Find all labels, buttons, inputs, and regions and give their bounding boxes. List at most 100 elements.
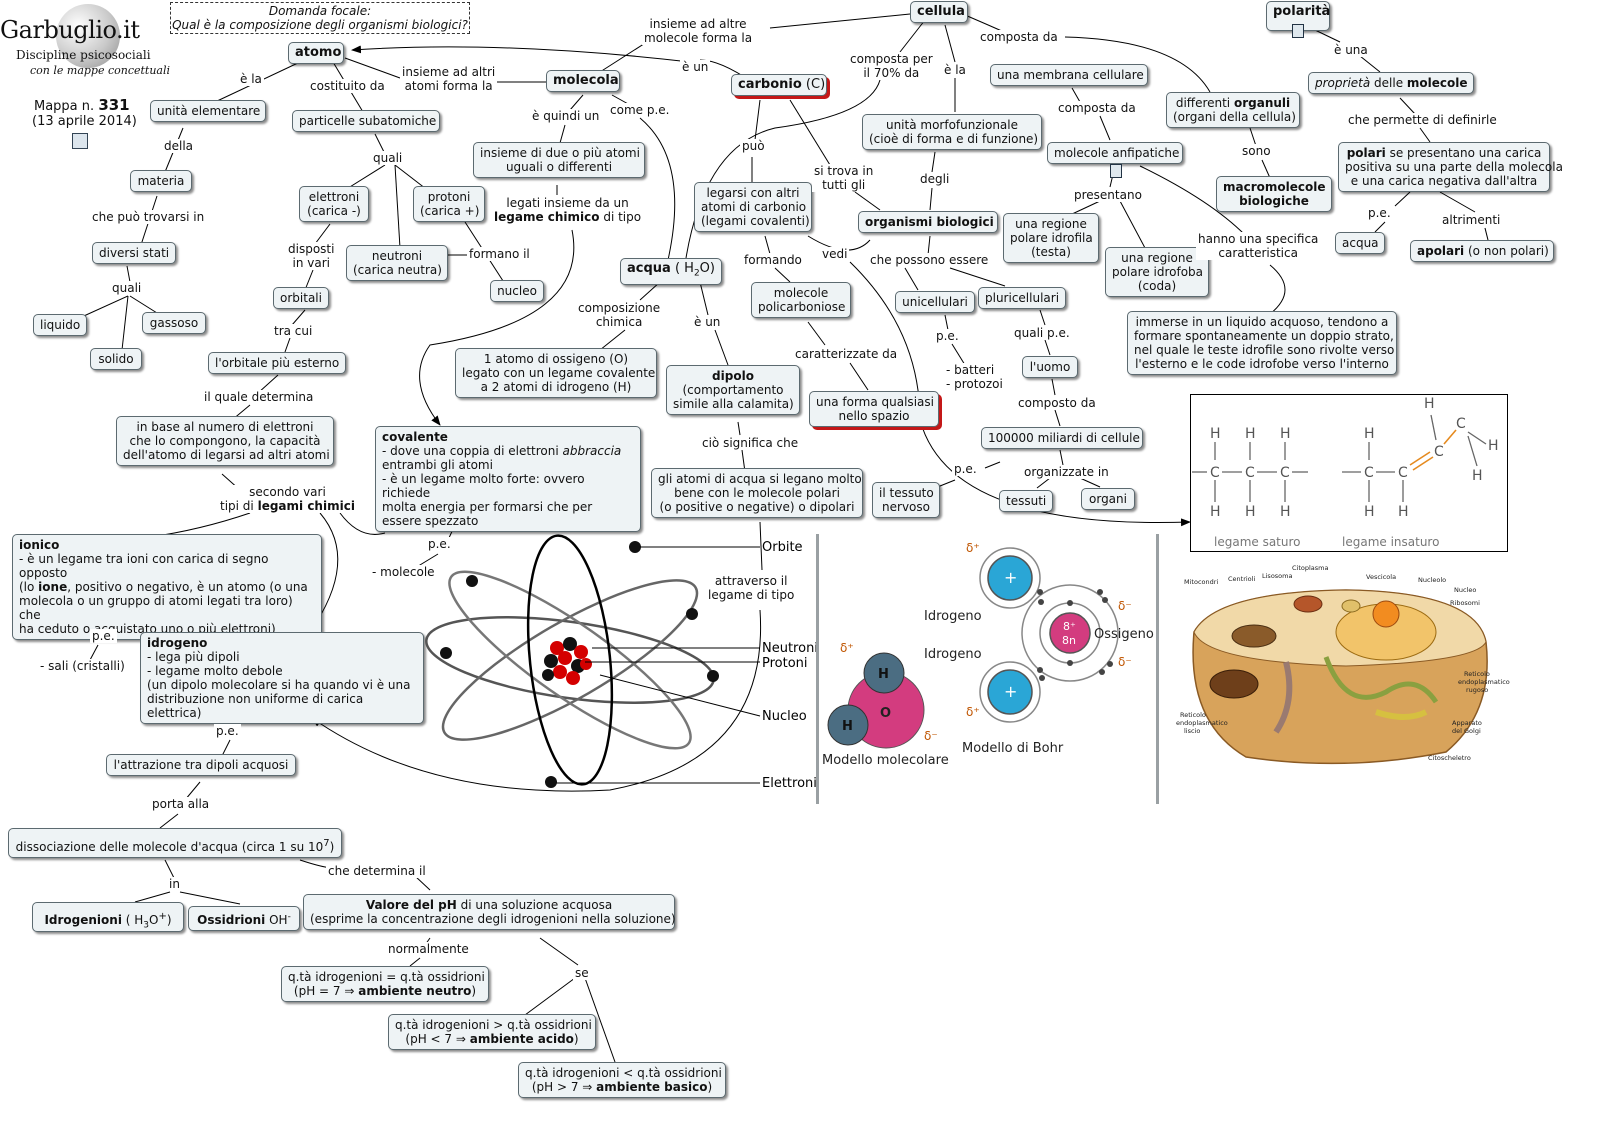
svg-text:liscio: liscio (1184, 727, 1200, 735)
node-materia[interactable]: materia (130, 170, 192, 192)
node-basico[interactable]: q.tà idrogenioni < q.tà ossidrioni (pH >… (518, 1062, 726, 1098)
electron (686, 608, 698, 620)
svg-text:C: C (1398, 465, 1408, 481)
svg-text:Mitocondri: Mitocondri (1184, 578, 1218, 586)
svg-text:C: C (1364, 465, 1374, 481)
link-label: è una (1332, 43, 1370, 57)
node-pluricellulari[interactable]: pluricellulari (978, 287, 1066, 309)
label-modello-molecolare: Modello molecolare (822, 753, 949, 768)
node-liquido[interactable]: liquido (33, 314, 87, 336)
doc-icon[interactable] (1292, 24, 1304, 38)
node-acido[interactable]: q.tà idrogenioni > q.tà ossidrioni (pH <… (388, 1014, 596, 1050)
link-label: come p.e. (608, 103, 672, 117)
svg-text:+: + (1004, 682, 1017, 701)
electron (545, 776, 557, 788)
node-membrana[interactable]: una membrana cellulare (990, 64, 1148, 86)
node-elettroni[interactable]: elettroni(carica -) (299, 186, 369, 222)
svg-text:H: H (1280, 426, 1291, 442)
node-idrogeno[interactable]: idrogeno - lega più dipoli - legame molt… (140, 632, 424, 724)
node-idrogenioni[interactable]: Idrogenioni ( H3O+) (32, 902, 184, 932)
node-gassoso[interactable]: gassoso (142, 312, 206, 334)
label-ossigeno: Ossigeno (1094, 627, 1154, 642)
node-unita-morfo[interactable]: unità morfofunzionale(cioè di forma e di… (862, 114, 1042, 150)
svg-text:δ⁺: δ⁺ (966, 541, 980, 555)
link-label: organizzate in (1022, 465, 1111, 479)
node-anfipatiche[interactable]: molecole anfipatiche (1047, 142, 1183, 164)
node-miliardi[interactable]: 100000 miliardi di cellule (981, 427, 1143, 449)
svg-text:endoplasmatico: endoplasmatico (1176, 719, 1228, 727)
node-molecola[interactable]: molecola (546, 70, 620, 92)
node-ossidrioni[interactable]: Ossidrioni OH- (188, 906, 300, 931)
node-orbitali[interactable]: orbitali (273, 287, 329, 309)
node-unicellulari[interactable]: unicellulari (895, 291, 975, 313)
link-label: è un (680, 60, 711, 74)
svg-text:Nucleo: Nucleo (1454, 586, 1476, 594)
node-cellula[interactable]: cellula (910, 1, 968, 23)
orbit-2 (441, 579, 699, 741)
node-polari[interactable]: polari se presentano una carica positiva… (1338, 142, 1563, 192)
node-proprieta[interactable]: proprietà delle molecole (1308, 72, 1474, 94)
node-orbitale-esterno[interactable]: l'orbitale più esterno (208, 352, 346, 374)
svg-text:δ⁺: δ⁺ (840, 641, 854, 655)
svg-text:H: H (1472, 468, 1483, 484)
svg-text:del Golgi: del Golgi (1452, 727, 1481, 735)
link-icon[interactable] (72, 133, 88, 149)
electron (466, 575, 478, 587)
node-ph[interactable]: Valore del pH di una soluzione acquosa (… (303, 894, 676, 930)
node-composizione[interactable]: 1 atomo di ossigeno (O)legato con un leg… (455, 348, 657, 398)
node-ionico[interactable]: ionico - è un legame tra ioni con carica… (12, 534, 322, 640)
node-protoni[interactable]: protoni(carica +) (413, 186, 485, 222)
svg-text:8n: 8n (1062, 634, 1076, 647)
node-organuli[interactable]: differenti organuli (organi della cellul… (1166, 92, 1300, 128)
node-organi[interactable]: organi (1081, 488, 1135, 510)
link-label: è la (942, 63, 968, 77)
node-acqua-polare[interactable]: acqua (1335, 232, 1385, 254)
doc-icon-anfipatiche[interactable] (1110, 164, 1122, 178)
svg-text:8⁺: 8⁺ (1063, 620, 1076, 633)
link-label: - batteri- protozoi (944, 363, 1005, 391)
node-solido[interactable]: solido (90, 348, 142, 370)
node-particelle[interactable]: particelle subatomiche (292, 110, 440, 132)
node-neutro[interactable]: q.tà idrogenioni = q.tà ossidrioni (pH =… (281, 966, 489, 1002)
node-immerse[interactable]: immerse in un liquido acquoso, tendono a… (1127, 311, 1397, 375)
molecular-model: H H O δ⁺ δ⁻ Modello molecolare (822, 641, 949, 768)
svg-text:Ribosomi: Ribosomi (1450, 599, 1480, 607)
link-label: altrimenti (1440, 213, 1503, 227)
svg-text:H: H (1245, 426, 1256, 442)
link-label: caratterizzate da (793, 347, 900, 361)
link-label: se (573, 966, 591, 980)
node-tessuti[interactable]: tessuti (999, 490, 1053, 512)
node-organismi[interactable]: organismi biologici (858, 211, 998, 233)
node-unita-elementare[interactable]: unità elementare (150, 100, 266, 122)
node-apolari[interactable]: apolari (o non polari) (1410, 240, 1554, 262)
node-attrazione[interactable]: l'attrazione tra dipoli acquosi (106, 754, 296, 776)
svg-text:H: H (1280, 504, 1291, 520)
node-diversi-stati[interactable]: diversi stati (92, 242, 176, 264)
node-neutroni[interactable]: neutroni(carica neutra) (346, 245, 448, 281)
node-uomo[interactable]: l'uomo (1022, 356, 1078, 378)
node-carbonio[interactable]: carbonio (C) (731, 74, 827, 96)
node-dissociazione[interactable]: dissociazione delle molecole d'acqua (ci… (8, 828, 342, 858)
label-protoni: Protoni (762, 656, 808, 671)
svg-text:rugoso: rugoso (1466, 686, 1488, 694)
node-covalente[interactable]: covalente - dove una coppia di elettroni… (375, 426, 641, 532)
link-label: il quale determina (202, 390, 316, 404)
nucleus (542, 637, 592, 685)
node-atomo[interactable]: atomo (288, 42, 344, 64)
node-acqua[interactable]: acqua ( H2O) (620, 258, 722, 285)
node-nucleo[interactable]: nucleo (490, 280, 544, 302)
atom-illustration: Orbite Neutroni Protoni Nucleo Elettroni (425, 534, 818, 791)
